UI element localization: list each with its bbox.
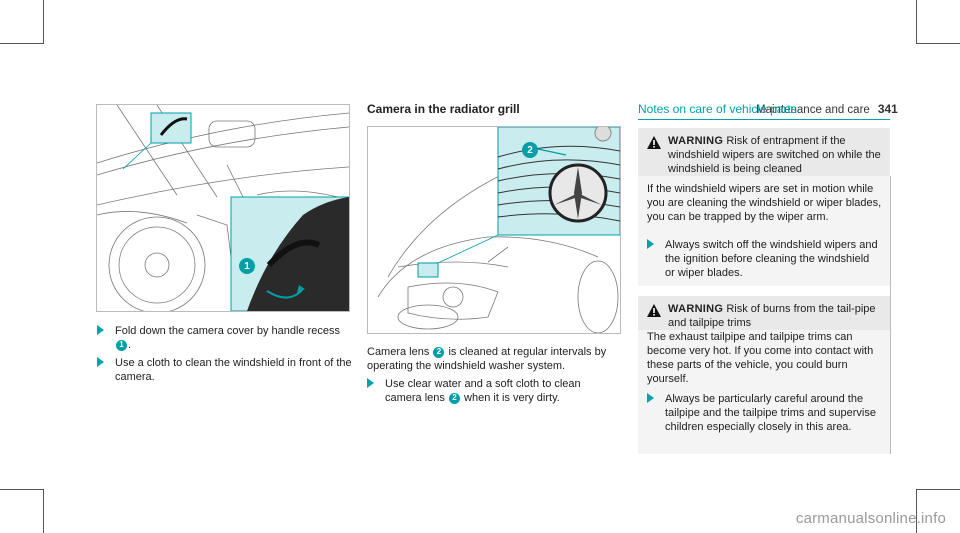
warning-label: WARNING: [668, 135, 724, 147]
step-clean-windshield: Use a cloth to clean the windshield in f…: [97, 356, 355, 384]
warning-label: WARNING: [668, 303, 724, 315]
step-careful-tailpipe: Always be particularly careful around th…: [647, 392, 880, 434]
step-arrow-icon: [367, 378, 374, 388]
figure-callout-1: 1: [239, 258, 255, 274]
step-switch-off-wipers: Always switch off the windshield wipers …: [647, 238, 880, 280]
step-arrow-icon: [97, 357, 104, 367]
warning-burns-header: WARNING Risk of burns from the tail-pipe…: [638, 296, 890, 330]
page-number: 341: [877, 102, 898, 116]
step-fold-cover: Fold down the camera cover by handle rec…: [97, 324, 353, 352]
warning-entrapment-text: If the windshield wipers are set in moti…: [647, 183, 882, 223]
callout-badge-2: 2: [448, 392, 460, 404]
section-title-notes-care: Notes on care of vehicle parts: [638, 102, 797, 116]
warning-burns-text: The exhaust tailpipe and tailpipe trims …: [647, 331, 874, 385]
section-title-camera-grill: Camera in the radiator grill: [367, 102, 520, 116]
camera-lens-paragraph: Camera lens 2 is cleaned at regular inte…: [367, 346, 607, 372]
warning-right-border: [890, 176, 891, 454]
step-clean-camera-lens: Use clear water and a soft cloth to clea…: [367, 377, 617, 405]
watermark-text: carmanualsonline.info: [795, 510, 946, 527]
callout-badge-2: 2: [433, 346, 445, 358]
callout-badge-1: 1: [116, 339, 127, 351]
windshield-camera-figure: 1: [96, 104, 350, 312]
step-arrow-icon: [97, 325, 104, 335]
section-name: Maintenance and care: [756, 104, 870, 116]
step-arrow-icon: [647, 393, 654, 403]
page-header: Maintenance and care 341: [756, 102, 898, 116]
warning-burns-body: The exhaust tailpipe and tailpipe trims …: [638, 330, 890, 454]
figure-callout-2: 2: [522, 142, 538, 158]
section-divider: [638, 119, 890, 120]
warning-triangle-icon: [647, 136, 661, 149]
step-arrow-icon: [647, 239, 654, 249]
radiator-grill-camera-figure: 2: [367, 126, 621, 334]
warning-entrapment-header: WARNING Risk of entrapment if the windsh…: [638, 128, 890, 176]
warning-entrapment-body: If the windshield wipers are set in moti…: [638, 176, 890, 286]
warning-triangle-icon: [647, 304, 661, 317]
